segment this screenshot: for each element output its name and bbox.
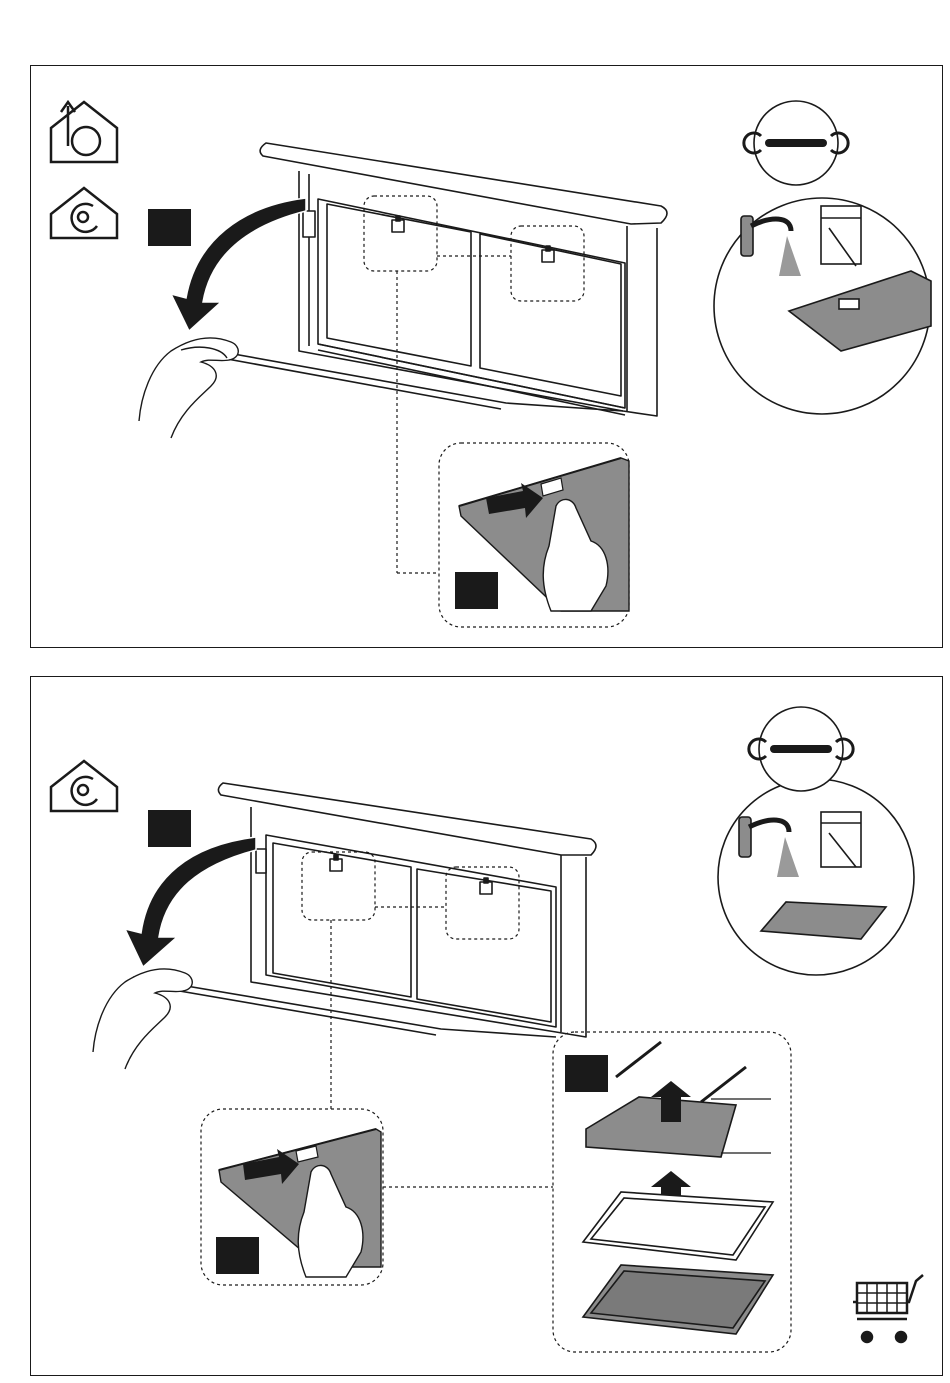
bottom-instruction-panel <box>30 676 943 1376</box>
hand-icon <box>93 969 192 1069</box>
top-illustration <box>31 66 944 649</box>
shopping-cart-icon <box>853 1275 923 1342</box>
step-marker <box>216 1237 259 1274</box>
hand-icon <box>139 338 238 438</box>
filter-assembly-exploded <box>583 1042 773 1334</box>
recirculation-mode-icon <box>51 188 117 238</box>
bottom-illustration <box>31 677 944 1377</box>
step-marker <box>148 209 191 246</box>
top-instruction-panel <box>30 65 943 648</box>
step-marker <box>148 810 191 847</box>
maintenance-illustration <box>714 101 931 414</box>
recirculation-mode-icon <box>51 761 117 811</box>
maintenance-illustration <box>718 707 914 975</box>
cooker-hood <box>189 143 667 416</box>
step-marker <box>565 1055 608 1092</box>
swing-open-arrow-icon <box>171 198 306 331</box>
swing-open-arrow-icon <box>125 837 256 967</box>
cooker-hood <box>133 783 596 1037</box>
ducted-mode-icon <box>51 102 117 162</box>
step-marker <box>455 572 498 609</box>
